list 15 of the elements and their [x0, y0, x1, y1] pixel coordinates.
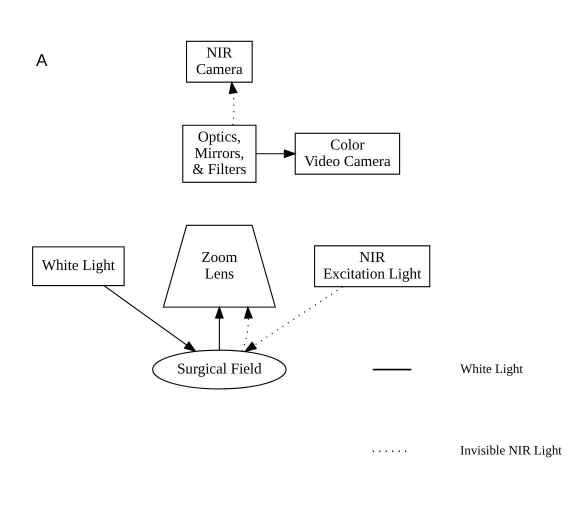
legend-label: White Light [460, 360, 523, 376]
arrow [241, 306, 253, 352]
arrow [214, 306, 224, 350]
node-box: Optics, Mirrors, & Filters [182, 124, 256, 183]
node-box: Color Video Camera [294, 132, 400, 175]
node-ellipse: Surgical Field [152, 350, 287, 390]
label: A [36, 50, 48, 70]
node-box: White Light [32, 246, 125, 286]
arrow [104, 285, 197, 352]
arrow [244, 286, 343, 352]
legend-label: Invisible NIR Light [460, 442, 562, 458]
arrow [256, 149, 297, 158]
node-box: NIR Camera [186, 40, 253, 83]
node-box: NIR Excitation Light [314, 245, 430, 288]
arrow [228, 80, 238, 126]
